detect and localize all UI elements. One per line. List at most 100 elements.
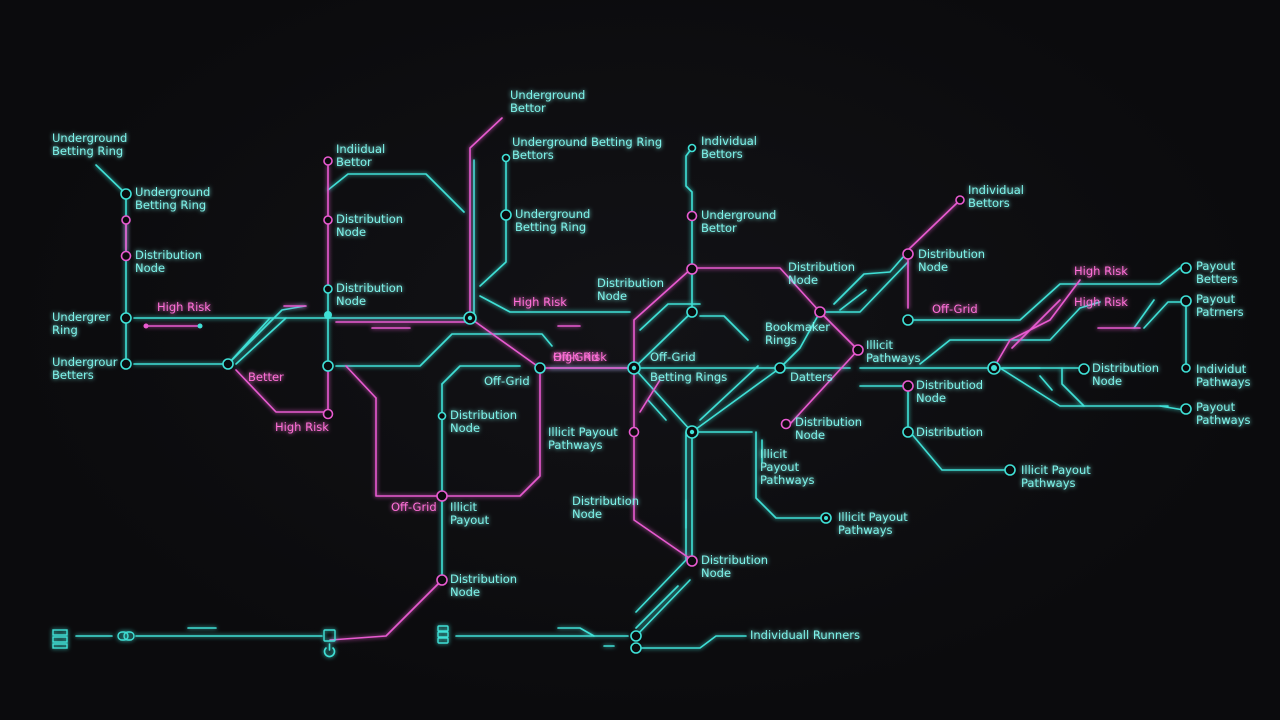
station-illicit-pathways[interactable] [852,344,864,356]
station-underground-betting-ring[interactable] [120,188,132,200]
route-right-small [1039,375,1053,391]
station-individut-pathways[interactable] [1181,363,1191,373]
station-off-grid-center[interactable] [534,362,546,374]
label-line: Underground [135,185,210,199]
station-distribution-node-4[interactable] [436,574,448,586]
station-ubr-bettors[interactable] [501,153,511,163]
power-icon[interactable] [323,643,336,658]
dot-right-hub [991,365,997,371]
station-payout-partners[interactable] [1180,295,1192,307]
station-payout-betters[interactable] [1180,262,1192,274]
station-distribution-node-1[interactable] [323,215,333,225]
route-bottom-runners [641,635,747,649]
square-node-icon[interactable] [323,629,336,642]
station-core-low[interactable] [628,426,640,438]
station-individual-bettor[interactable] [323,156,333,166]
label-line: Underground [52,131,127,145]
station-bottom-1[interactable] [630,630,642,642]
station-payout-pathways[interactable] [1180,403,1192,415]
station-individual-bettors[interactable] [687,143,697,153]
label-line: Pathways [1196,413,1251,427]
mroute-bottom-offgrid [329,579,443,641]
station-distribution-left[interactable] [120,250,132,262]
label-l16: Off-Grid [484,374,530,388]
label-line: Bettors [512,148,554,162]
label-line: Node [788,273,818,287]
label-line: Underground Betting Ring [512,135,662,149]
label-line: High Risk [275,420,329,434]
station-undergrour-betters[interactable] [120,358,132,370]
station-illicit-payout-r[interactable] [1004,464,1016,476]
label-line: Individuall Runners [750,628,860,642]
label-line: Node [336,294,366,308]
station-high-risk-left[interactable] [322,408,334,420]
station-distribution-r[interactable] [902,426,914,438]
station-bookmaker[interactable] [686,306,698,318]
route-right-h3 [999,367,1185,411]
label-l32: Datters [790,370,833,384]
station-underground-bettor-2[interactable] [686,210,698,222]
label-line: Underground [515,207,590,221]
station-left-m1[interactable] [121,215,131,225]
label-line: Illicit [760,447,787,461]
station-distribution-node-2[interactable] [323,284,333,294]
label-l6: High Risk [157,300,211,314]
station-off-grid-payout[interactable] [436,490,448,502]
route-core-v [635,431,687,613]
server-icon[interactable] [52,629,68,649]
label-line: Node [918,260,948,274]
station-junction-1[interactable] [324,311,332,319]
route-ind-bettors [685,147,693,217]
label-line: High Risk [1074,264,1128,278]
label-l18: Off-Grid [391,500,437,514]
station-better[interactable] [222,358,234,370]
route-a [479,295,631,313]
station-distribution-node-8[interactable] [902,248,914,260]
station-distributiod[interactable] [902,380,914,392]
label-line: Patrners [1196,305,1244,319]
station-distribution-node-7[interactable] [686,555,698,567]
mroute-octagon [441,367,541,497]
label-line: Distribution [597,276,664,290]
label-l26: Betting Rings [650,370,727,384]
station-bottom-2[interactable] [630,642,642,654]
label-l46: High Risk [1074,295,1128,309]
station-mid-left[interactable] [322,360,334,372]
label-line: Illicit Payout [1021,463,1091,477]
mroute-cross [469,317,635,369]
mroute-core-oct [633,267,859,369]
route-bk-rings [699,315,749,341]
station-distribution-node-9[interactable] [1078,363,1090,375]
label-line: Betting Rings [650,370,727,384]
label-line: Ring [52,323,78,337]
station-off-grid-r[interactable] [902,314,914,326]
station-underground-betting-ring-2[interactable] [500,209,512,221]
label-line: Illicit Payout [548,425,618,439]
label-line: High Risk [513,295,567,309]
route-right-upper [919,301,1101,365]
station-distribution-node-3[interactable] [437,411,447,421]
station-distribution-node-6[interactable] [780,418,792,430]
station-undergrer-ring[interactable] [120,312,132,324]
route-bottom-right-dash [557,627,595,637]
station-distribution-top[interactable] [686,263,698,275]
database-icon[interactable] [437,625,449,644]
station-individual-bettors-r[interactable] [955,195,965,205]
label-line: Node [1092,374,1122,388]
station-distribution-node-5[interactable] [814,306,826,318]
link-icon[interactable] [117,631,135,641]
station-datters[interactable] [774,362,786,374]
